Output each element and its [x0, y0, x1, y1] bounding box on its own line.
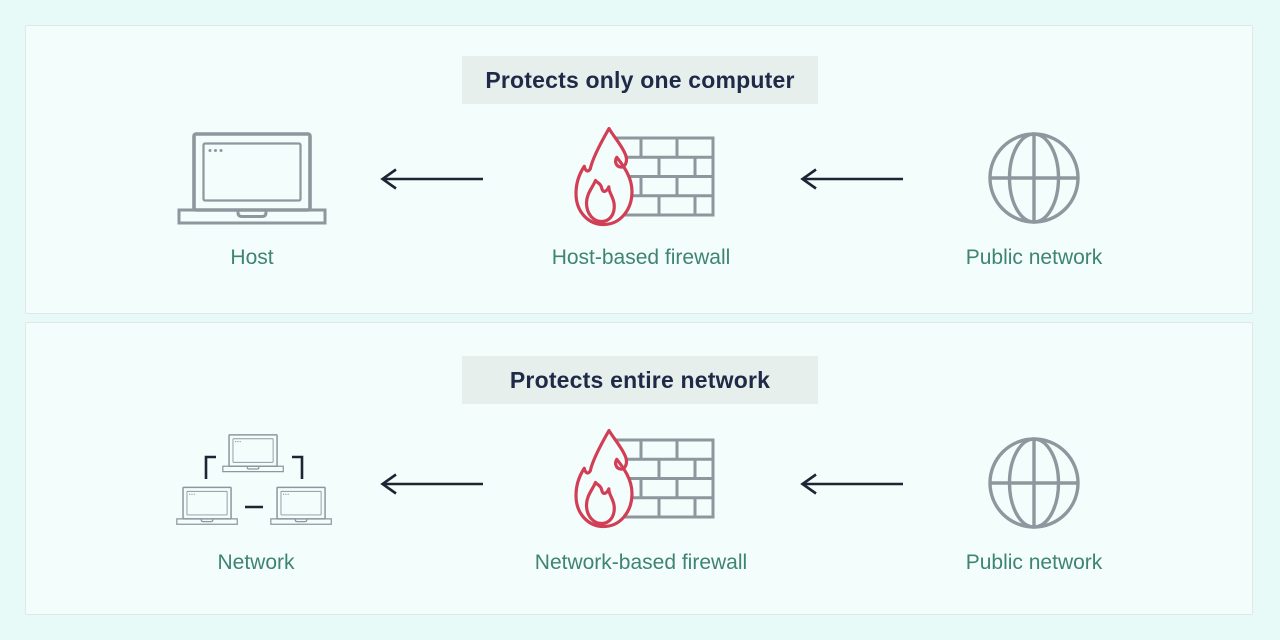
host-firewall-panel: Protects only one computer Host Host-bas… [25, 25, 1253, 314]
fire-brick-wall-icon [574, 428, 715, 529]
panel-heading: Protects only one computer [485, 66, 795, 93]
panel-heading-badge: Protects only one computer [462, 56, 818, 104]
arrow-left-icon [801, 168, 905, 190]
host-based-firewall-label: Host-based firewall [551, 246, 731, 269]
arrow-left-icon [381, 473, 485, 495]
globe-icon [988, 132, 1080, 224]
arrow-left-icon [381, 168, 485, 190]
network-based-firewall-label: Network-based firewall [534, 551, 748, 574]
network-firewall-panel: Protects entire network Network Network-… [25, 322, 1253, 615]
host-label: Host [230, 246, 274, 269]
laptop-network-icon [176, 434, 336, 534]
arrow-left-icon [801, 473, 905, 495]
public-network-label: Public network [965, 246, 1103, 269]
public-network-label: Public network [965, 551, 1103, 574]
laptop-icon [177, 132, 327, 225]
fire-brick-wall-icon [574, 126, 715, 227]
globe-icon [988, 437, 1080, 529]
network-label: Network [217, 551, 295, 574]
panel-heading-badge: Protects entire network [462, 356, 818, 404]
panel-heading: Protects entire network [509, 366, 771, 393]
